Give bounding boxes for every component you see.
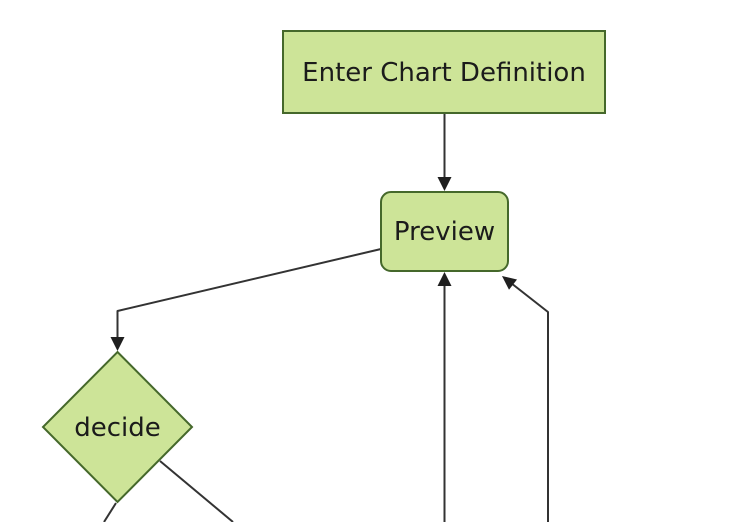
edge-preview-to-decide-arrowhead-icon <box>110 337 125 351</box>
node-preview: Preview <box>380 191 509 272</box>
enter-chart-definition-label: Enter Chart Definition <box>302 58 586 88</box>
edge-decide-branch-left-line <box>103 502 117 522</box>
node-decide: decide <box>41 350 194 504</box>
edge-bottom-center-to-preview-arrowhead-icon <box>437 272 452 286</box>
edge-decide-branch-right-line <box>159 460 234 522</box>
edge-bottom-right-to-preview-line <box>510 282 549 522</box>
edge-layer <box>103 114 549 522</box>
decide-label: decide <box>74 413 161 443</box>
edge-enter-to-preview-arrowhead-icon <box>437 177 452 191</box>
decide-diamond <box>41 350 194 504</box>
edge-bottom-right-to-preview-arrowhead-icon <box>502 276 517 290</box>
node-enter-chart-definition: Enter Chart Definition <box>282 30 606 114</box>
preview-label: Preview <box>394 217 495 247</box>
edge-preview-to-decide-line <box>116 248 382 339</box>
enter-chart-definition-box <box>282 30 606 114</box>
preview-box <box>380 191 509 272</box>
